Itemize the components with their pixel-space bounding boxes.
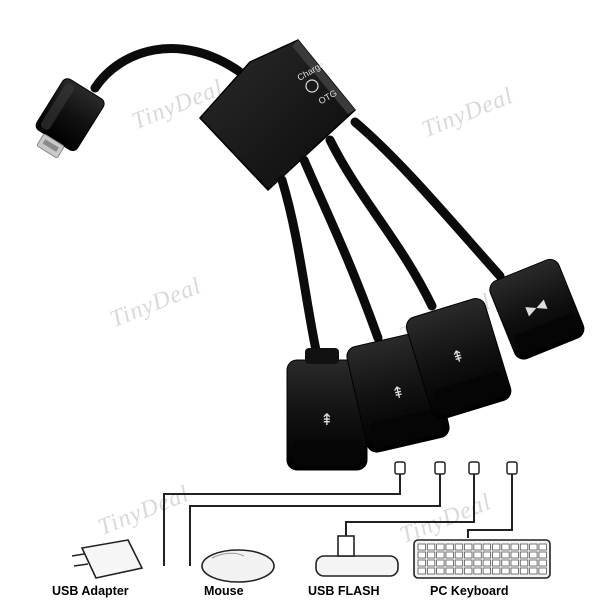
usb-port-3: ⇞	[405, 298, 512, 420]
usb-flash-icon	[315, 535, 399, 577]
keyboard-key	[436, 543, 445, 551]
keyboard-key	[501, 543, 510, 551]
keyboard-key	[436, 551, 445, 559]
keyboard-key	[491, 543, 501, 551]
keyboard-key	[417, 551, 426, 559]
keyboard-key	[473, 543, 482, 551]
usb-trident-icon: ⇞	[320, 410, 333, 429]
keyboard-key	[445, 559, 454, 567]
usb-flash-label: USB FLASH	[308, 584, 380, 598]
micro-usb-cable	[35, 44, 245, 159]
keyboard-key	[491, 551, 501, 559]
keyboard-key	[445, 567, 454, 575]
keyboard-key	[491, 559, 501, 567]
power-port-icon: ▶◀	[524, 297, 548, 318]
usb-trident-icon: ⇞	[389, 382, 406, 404]
keyboard-key	[417, 543, 426, 551]
usb-adapter-label: USB Adapter	[52, 584, 129, 598]
keyboard-key	[519, 543, 529, 551]
keyboard-key	[473, 559, 482, 567]
pc-keyboard-label: PC Keyboard	[430, 584, 509, 598]
hub-body	[198, 39, 357, 192]
keyboard-key	[482, 551, 492, 559]
keyboard-key	[501, 551, 510, 559]
usb-trident-icon: ⇞	[449, 345, 467, 367]
keyboard-key	[519, 551, 529, 559]
keyboard-key	[454, 559, 464, 567]
keyboard-key	[464, 567, 473, 575]
keyboard-key	[529, 551, 538, 559]
keyboard-key	[473, 567, 482, 575]
keyboard-key	[501, 559, 510, 567]
keyboard-key	[529, 559, 538, 567]
keyboard-key	[538, 543, 547, 551]
keyboard-key	[436, 567, 445, 575]
keyboard-key	[464, 559, 473, 567]
usb-adapter-icon	[71, 539, 144, 579]
keyboard-key	[519, 559, 529, 567]
keyboard-key	[464, 543, 473, 551]
keyboard-key	[426, 559, 436, 567]
keyboard-key	[436, 559, 445, 567]
keyboard-icon	[413, 539, 551, 579]
keyboard-key	[519, 567, 529, 575]
keyboard-key	[454, 567, 464, 575]
mouse-icon	[201, 549, 275, 583]
keyboard-key	[538, 559, 547, 567]
keyboard-key	[464, 551, 473, 559]
mouse-label: Mouse	[204, 584, 244, 598]
keyboard-key	[538, 567, 547, 575]
hub-cables	[277, 117, 505, 365]
keyboard-key	[454, 551, 464, 559]
keyboard-key	[482, 559, 492, 567]
keyboard-key	[510, 567, 519, 575]
keyboard-key	[510, 559, 519, 567]
keyboard-key	[426, 543, 436, 551]
keyboard-key	[473, 551, 482, 559]
keyboard-key	[482, 567, 492, 575]
keyboard-key	[454, 543, 464, 551]
usb-port-1: ⇞	[286, 348, 368, 471]
keyboard-key	[445, 543, 454, 551]
connection-diagram	[163, 461, 518, 566]
keyboard-key	[510, 543, 519, 551]
keyboard-key	[426, 567, 436, 575]
keyboard-key	[417, 559, 426, 567]
keyboard-key	[445, 551, 454, 559]
keyboard-key	[529, 567, 538, 575]
keyboard-key	[538, 551, 547, 559]
keyboard-key	[491, 567, 501, 575]
keyboard-key	[501, 567, 510, 575]
keyboard-key	[417, 567, 426, 575]
power-port: ▶◀	[489, 258, 585, 360]
keyboard-key	[482, 543, 492, 551]
keyboard-key	[510, 551, 519, 559]
keyboard-key	[426, 551, 436, 559]
keyboard-key	[529, 543, 538, 551]
